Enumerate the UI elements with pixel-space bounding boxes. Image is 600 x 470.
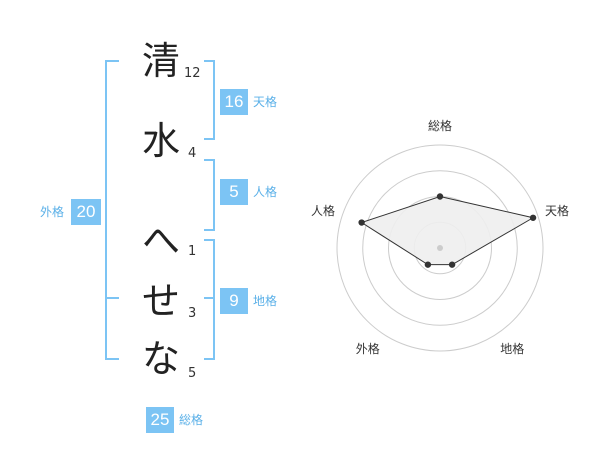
jinkaku-value: 5 (220, 179, 248, 205)
radar-point (436, 193, 444, 200)
radar-axis-label: 地格 (500, 341, 525, 356)
name-char-4: せ (142, 279, 181, 323)
radar-point (358, 219, 365, 226)
stroke-count-4: 3 (188, 306, 197, 321)
name-char-5: な (142, 337, 181, 381)
radar-axis-label: 総格 (428, 119, 453, 133)
tenkaku-value: 16 (220, 89, 248, 115)
tenkaku-label: 天格 (253, 95, 278, 109)
radar-axis-label: 人格 (311, 203, 336, 218)
jinkaku-label: 人格 (253, 185, 278, 199)
radar-point (448, 261, 456, 268)
stroke-count-3: 1 (188, 244, 197, 259)
radar-point (424, 261, 432, 268)
name-char-1: 清 (142, 39, 181, 83)
radar-polygon (360, 195, 535, 266)
chikaku-label: 地格 (253, 294, 278, 308)
radar-point (529, 214, 537, 221)
radar-axis-label: 外格 (355, 341, 380, 356)
gaikaku-label: 外格 (40, 205, 65, 219)
stroke-count-1: 12 (184, 66, 201, 81)
soukaku-label: 総格 (179, 413, 204, 427)
stroke-count-2: 4 (188, 146, 197, 161)
radar-ring (336, 144, 544, 352)
radar-center-dot (437, 245, 443, 251)
stroke-count-5: 5 (188, 366, 197, 381)
gaikaku-value: 20 (71, 199, 101, 225)
soukaku-value: 25 (146, 407, 174, 433)
name-char-2: 水 (142, 119, 181, 163)
radar-axis-label: 天格 (544, 203, 569, 218)
radar-ring (362, 170, 518, 326)
name-char-3: へ (142, 219, 181, 263)
chikaku-value: 9 (220, 288, 248, 314)
